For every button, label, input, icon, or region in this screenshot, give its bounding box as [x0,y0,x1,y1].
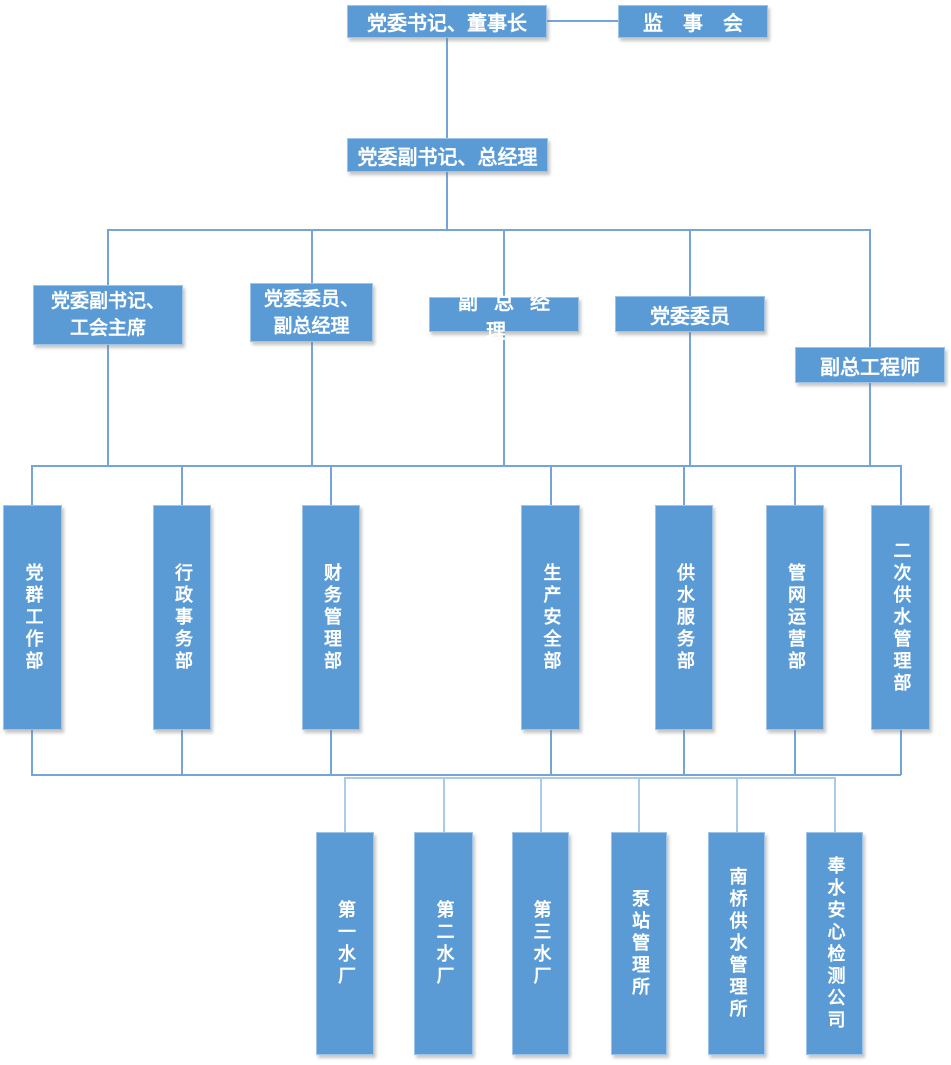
connector-level3-bus [107,229,871,231]
connector-drop-l3-3 [503,229,505,298]
connector-drop-l4-7 [900,465,902,506]
connector-stem-l4-6 [794,730,796,775]
connector-stem-l3-5 [869,383,871,466]
org-node-chairman: 党委书记、董事长 [347,5,547,38]
connector-level4-bus [31,465,901,467]
connector-drop-l5-3 [540,777,542,833]
connector-stem-l3-1 [107,345,109,466]
org-node-dept-secondary-water-supply: 二次供水管理部 [871,505,930,730]
org-node-dept-production-safety: 生产安全部 [521,505,580,730]
org-node-water-plant-1: 第一水厂 [316,832,374,1055]
org-node-dept-party-mass-work: 党群工作部 [3,505,62,730]
connector-gm-down [446,172,448,230]
connector-level5-bus-light [344,777,836,779]
connector-stem-l4-3 [330,730,332,775]
org-node-nanqiao-water-supply-office: 南桥供水管理所 [708,832,765,1055]
connector-stem-l3-4 [689,332,691,466]
connector-drop-l3-2 [311,229,313,284]
org-node-pump-station-office: 泵站管理所 [611,832,667,1055]
connector-stem-l3-3 [503,332,505,466]
connector-drop-l5-4 [638,777,640,833]
connector-stem-l3-2 [311,342,313,466]
connector-stem-l4-1 [31,730,33,775]
org-node-fengshui-anxin-testing-company: 奉水安心检测公司 [806,832,863,1055]
connector-drop-l4-4 [550,465,552,506]
connector-chairman-gm [446,38,448,138]
connector-drop-l4-2 [181,465,183,506]
org-node-general-manager: 党委副书记、总经理 [347,138,548,172]
connector-drop-l4-1 [31,465,33,506]
connector-drop-l4-5 [683,465,685,506]
org-node-water-plant-2: 第二水厂 [414,832,473,1055]
connector-drop-l5-1 [344,777,346,833]
org-node-deputy-secretary-union-chairman: 党委副书记、 工会主席 [33,285,183,345]
org-node-deputy-chief-engineer: 副总工程师 [795,347,945,383]
connector-drop-l5-2 [443,777,445,833]
connector-stem-l4-2 [181,730,183,775]
org-node-committee-member: 党委委员 [615,296,765,332]
connector-chairman-supervisory [547,20,618,22]
connector-drop-l5-5 [736,777,738,833]
org-node-committee-member-deputy-gm: 党委委员、 副总经理 [250,283,373,342]
org-node-dept-administrative-affairs: 行政事务部 [153,505,211,730]
org-node-dept-pipe-network-operation: 管网运营部 [766,505,824,730]
connector-stem-l4-4 [550,730,552,775]
connector-level5-bus [31,774,901,776]
org-node-dept-financial-management: 财务管理部 [302,505,360,730]
org-node-deputy-general-manager: 副总经理 [429,290,579,343]
connector-stem-l4-7 [900,730,902,775]
org-node-supervisory-board: 监事会 [618,5,768,38]
connector-drop-l3-4 [689,229,691,298]
connector-drop-l4-3 [330,465,332,506]
connector-drop-l4-6 [794,465,796,506]
org-node-water-plant-3: 第三水厂 [512,832,569,1055]
connector-drop-l3-5 [869,229,871,348]
connector-stem-l4-5 [683,730,685,775]
org-node-dept-water-supply-service: 供水服务部 [655,505,713,730]
connector-drop-l3-1 [107,229,109,286]
connector-drop-l5-6 [834,777,836,833]
